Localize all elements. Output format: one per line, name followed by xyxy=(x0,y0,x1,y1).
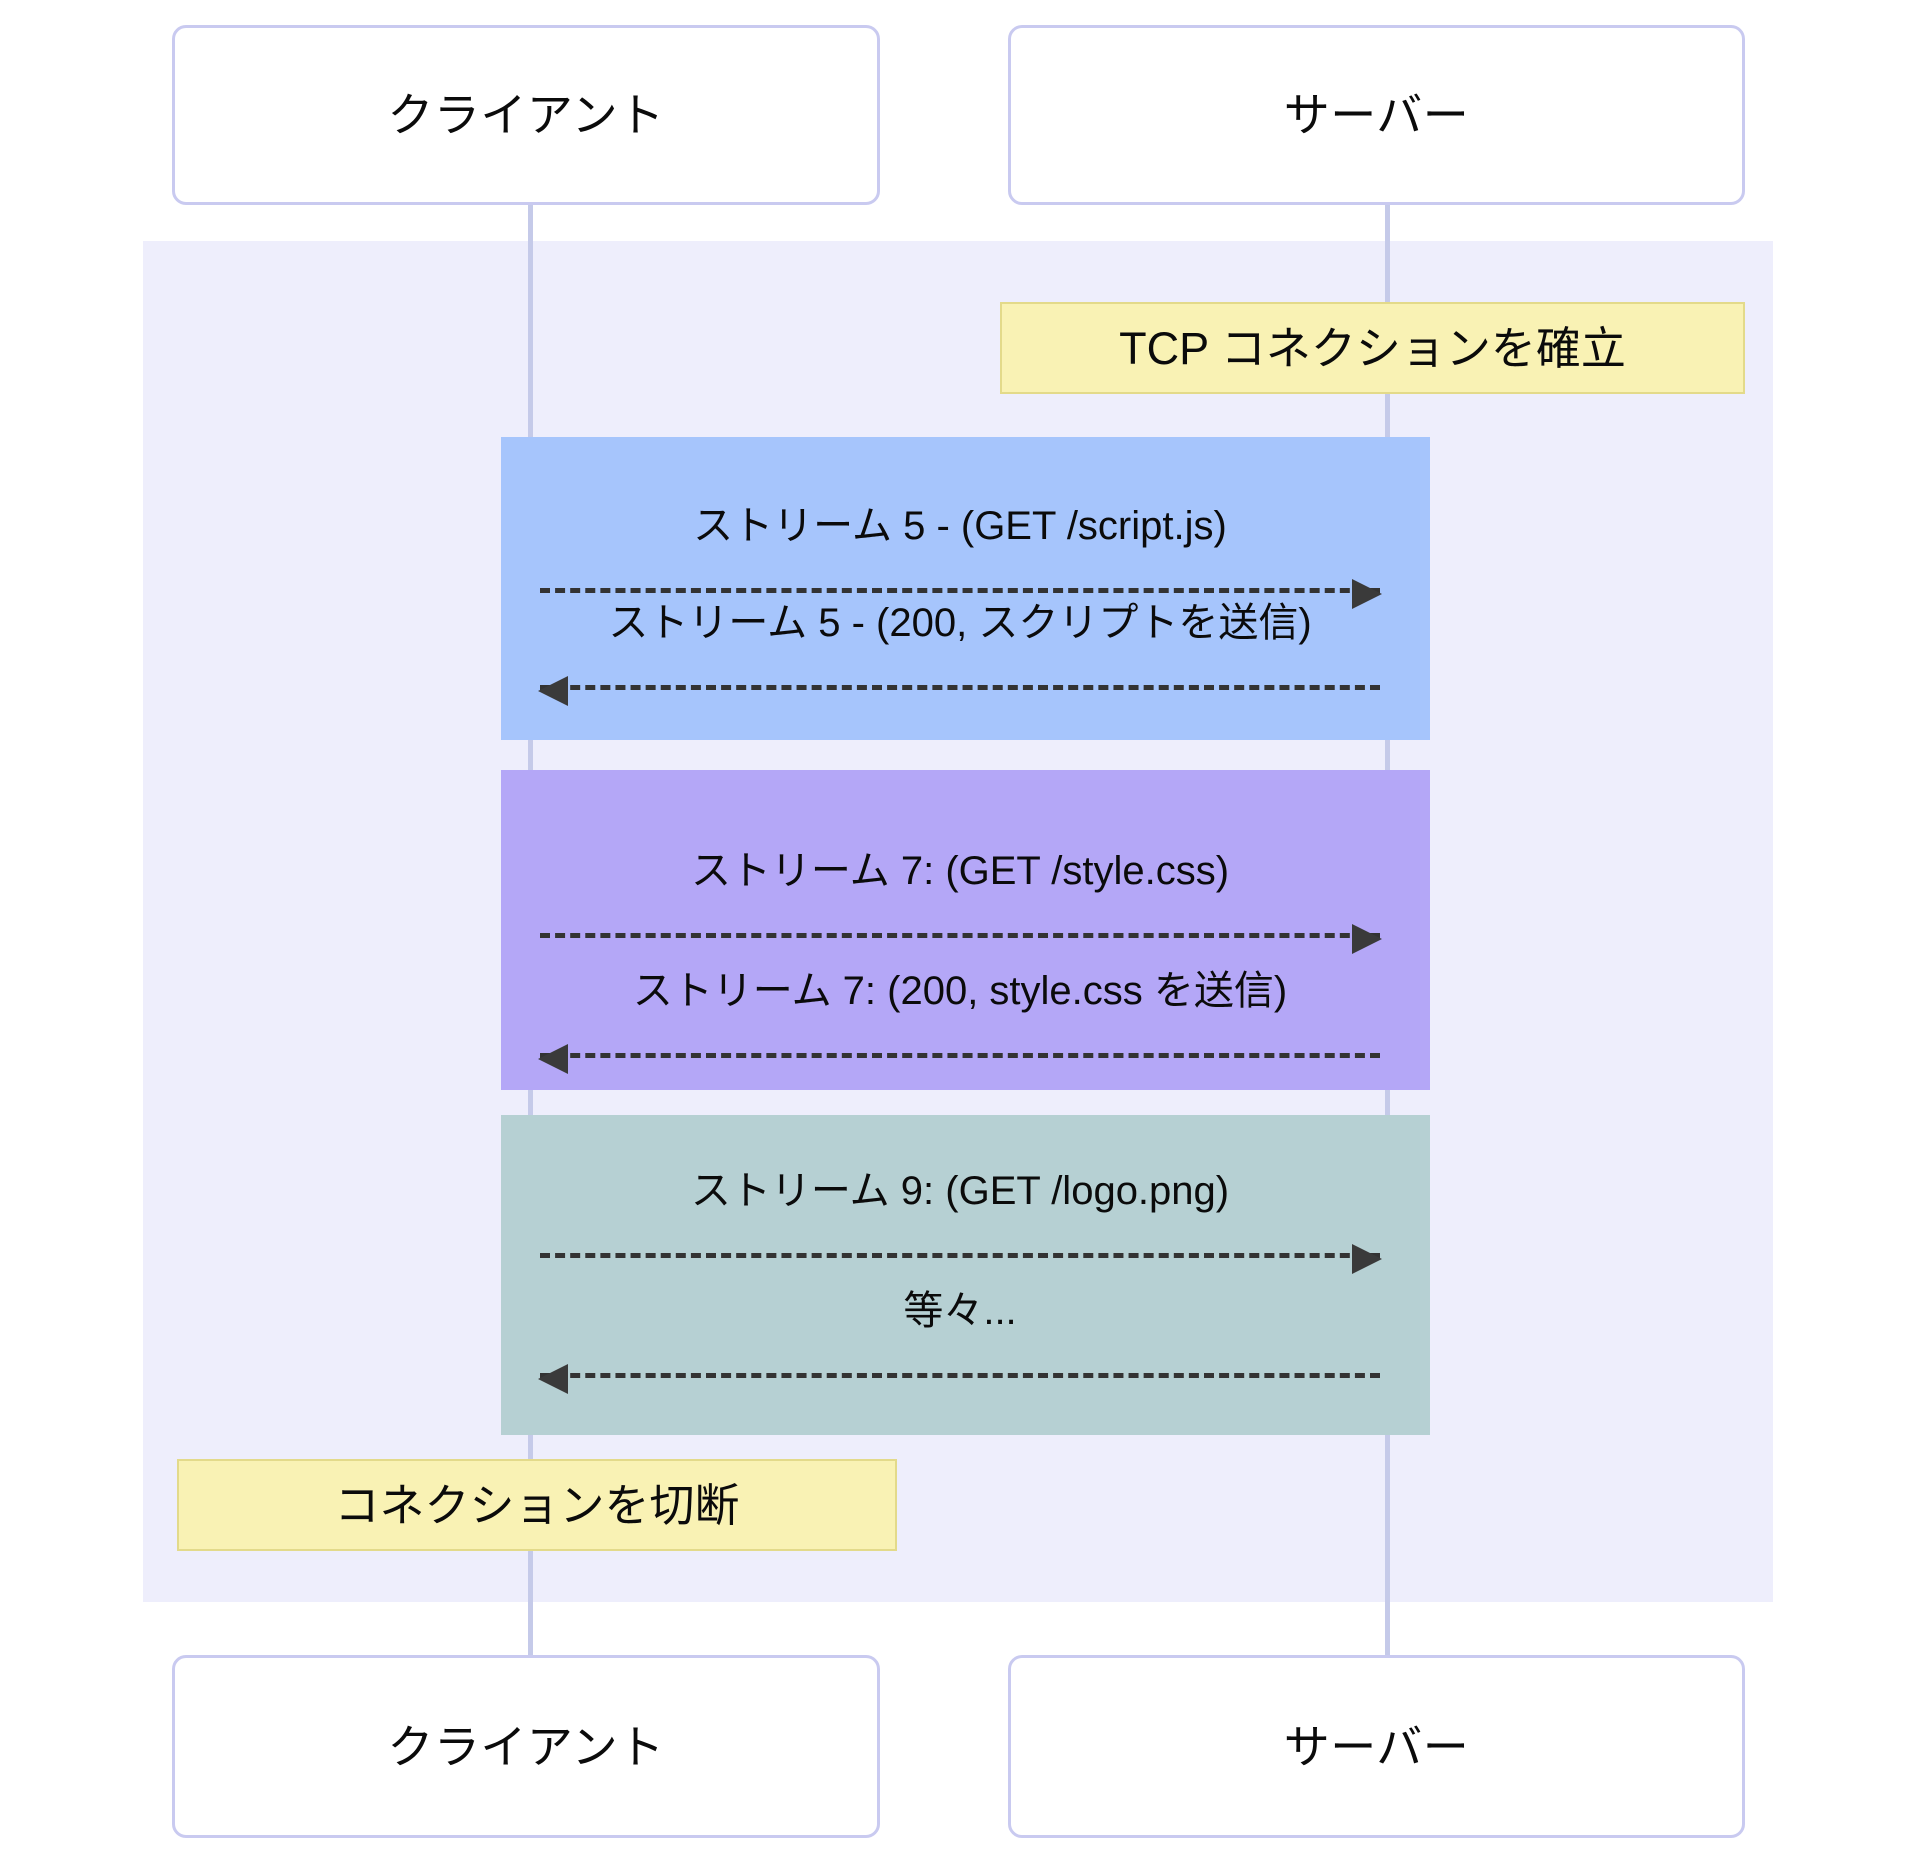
message-stream-5-request-label: ストリーム 5 - (GET /script.js) xyxy=(693,504,1227,548)
message-stream-7-response: ストリーム 7: (200, style.css を送信) xyxy=(538,965,1380,1074)
participant-label-client-bottom: クライアント xyxy=(387,1720,665,1773)
message-stream-9-request-line xyxy=(540,1244,1382,1274)
participant-label-client-top: クライアント xyxy=(387,89,665,141)
arrowhead-right-icon xyxy=(1352,924,1382,954)
message-stream-5-request-line xyxy=(540,579,1382,609)
message-stream-9-etc-line xyxy=(538,1364,1380,1394)
message-stream-7-response-label: ストリーム 7: (200, style.css を送信) xyxy=(632,969,1288,1013)
message-stream-7-request-label: ストリーム 7: (GET /style.css) xyxy=(690,849,1230,893)
message-stream-9-request: ストリーム 9: (GET /logo.png) xyxy=(540,1165,1382,1274)
arrowhead-left-icon xyxy=(538,676,568,706)
note-tcp-connect-label: TCP コネクションを確立 xyxy=(1119,322,1626,374)
note-disconnect[interactable]: コネクションを切断 xyxy=(177,1459,897,1551)
message-stream-7-request-line xyxy=(540,924,1382,954)
message-stream-5-response-line xyxy=(538,676,1380,706)
message-stream-7-request: ストリーム 7: (GET /style.css) xyxy=(540,845,1382,954)
stream-block-stream-7 xyxy=(501,770,1430,1090)
arrowhead-right-icon xyxy=(1352,1244,1382,1274)
message-stream-9-etc-label: 等々... xyxy=(903,1289,1017,1333)
note-disconnect-label: コネクションを切断 xyxy=(334,1479,740,1531)
participant-box-client-bottom[interactable]: クライアント xyxy=(172,1655,880,1838)
stream-block-stream-9 xyxy=(501,1115,1430,1435)
arrowhead-left-icon xyxy=(538,1044,568,1074)
participant-box-client-top[interactable]: クライアント xyxy=(172,25,880,205)
message-stream-7-response-line xyxy=(538,1044,1380,1074)
arrowhead-left-icon xyxy=(538,1364,568,1394)
message-stream-9-etc: 等々... xyxy=(538,1285,1380,1394)
participant-label-server-top: サーバー xyxy=(1283,89,1470,141)
message-stream-9-request-label: ストリーム 9: (GET /logo.png) xyxy=(690,1169,1230,1213)
message-stream-5-response: ストリーム 5 - (200, スクリプトを送信) xyxy=(538,597,1380,706)
participant-box-server-bottom[interactable]: サーバー xyxy=(1008,1655,1745,1838)
participant-label-server-bottom: サーバー xyxy=(1283,1720,1470,1773)
message-stream-5-response-label: ストリーム 5 - (200, スクリプトを送信) xyxy=(608,601,1312,645)
participant-box-server-top[interactable]: サーバー xyxy=(1008,25,1745,205)
message-stream-5-request: ストリーム 5 - (GET /script.js) xyxy=(540,500,1382,609)
arrowhead-right-icon xyxy=(1352,579,1382,609)
note-tcp-connect[interactable]: TCP コネクションを確立 xyxy=(1000,302,1745,394)
